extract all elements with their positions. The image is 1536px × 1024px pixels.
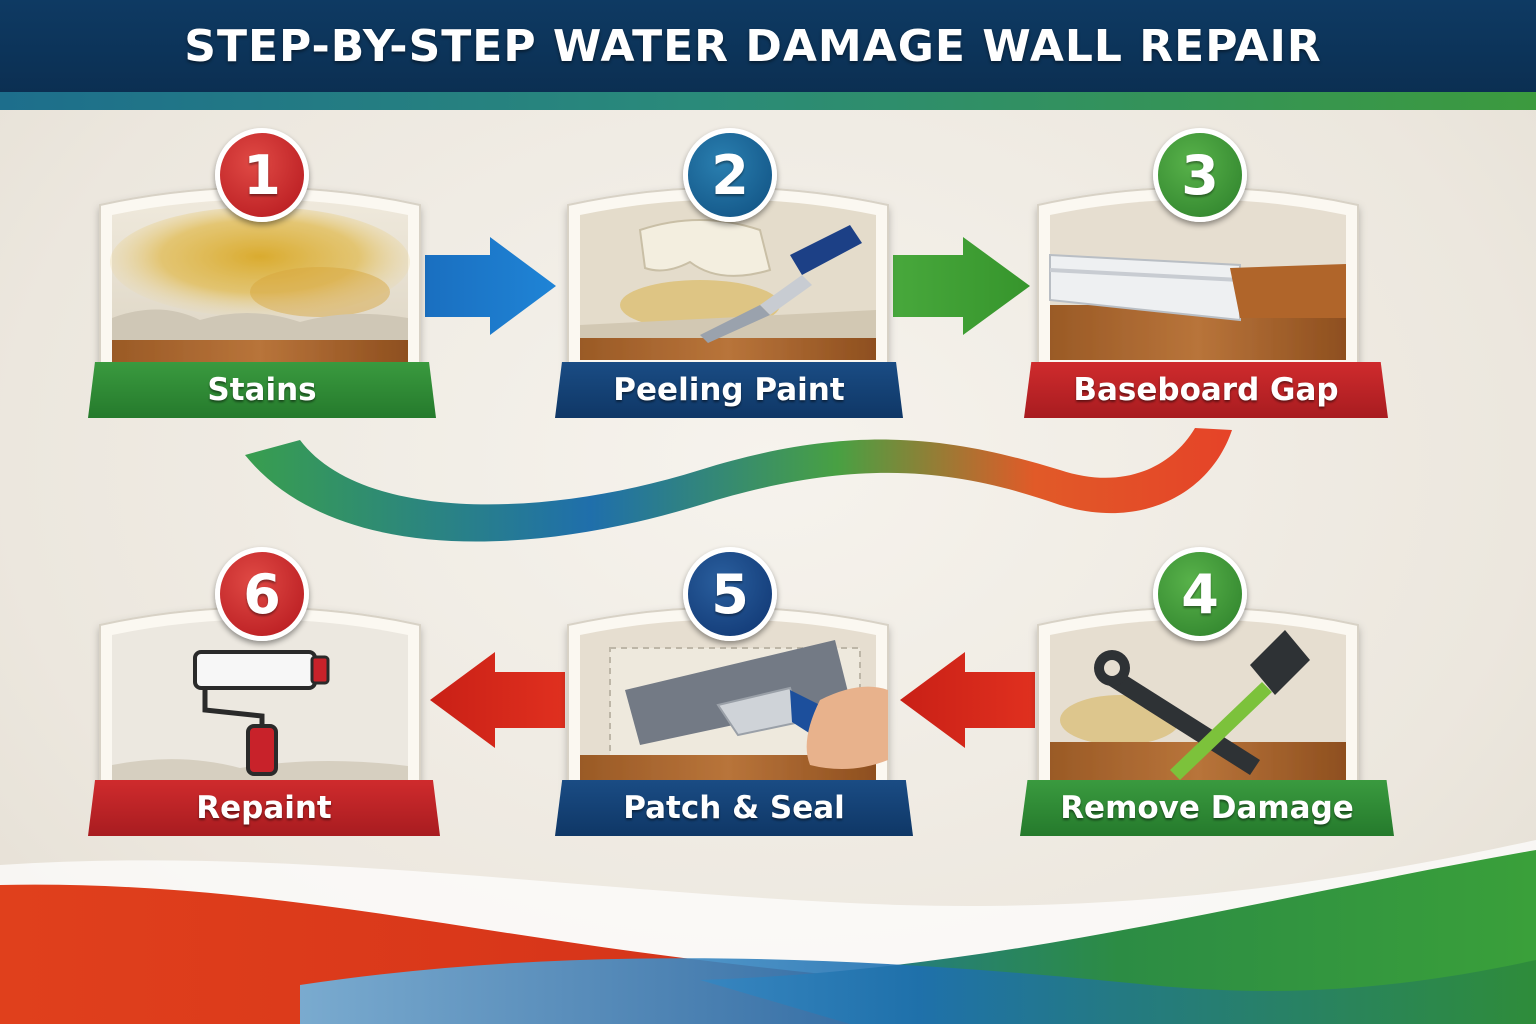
header-stripe: [0, 92, 1536, 110]
card-step-1: [99, 186, 421, 376]
step-badge-4: 4: [1153, 547, 1247, 641]
card-step-5: [567, 606, 889, 796]
page-title: STEP-BY-STEP WATER DAMAGE WALL REPAIR: [184, 20, 1322, 72]
step-badge-3: 3: [1153, 128, 1247, 222]
arrow-1-to-2: [425, 237, 556, 335]
card-step-2: [567, 186, 889, 376]
step-badge-2: 2: [683, 128, 777, 222]
baseboard-icon: [1049, 253, 1241, 322]
step-label-2: Peeling Paint: [555, 362, 903, 418]
paint-roller-icon: [193, 650, 330, 776]
step-badge-5: 5: [683, 547, 777, 641]
footer-wave-blue: [300, 958, 1536, 1024]
wrench-icon: [1094, 650, 1260, 775]
step-label-4: Remove Damage: [1020, 780, 1394, 836]
step-badge-1: 1: [215, 128, 309, 222]
step-label-3: Baseboard Gap: [1024, 362, 1388, 418]
hand-icon: [806, 686, 888, 769]
step-label-5: Patch & Seal: [555, 780, 913, 836]
step-label-6: Repaint: [88, 780, 440, 836]
step-badge-6: 6: [215, 547, 309, 641]
header-bar: [0, 0, 1536, 92]
card-step-3: [1037, 186, 1359, 376]
swoosh-connector: [245, 428, 1232, 542]
step-label-1: Stains: [88, 362, 436, 418]
card-step-6: [99, 606, 421, 796]
spatula-tool-icon: [1170, 630, 1310, 780]
scraper-icon: [700, 225, 862, 343]
arrow-6-from-5: [430, 652, 565, 748]
arrow-5-from-4: [900, 652, 1035, 748]
arrow-2-to-3: [893, 237, 1030, 335]
card-step-4: [1037, 606, 1359, 796]
